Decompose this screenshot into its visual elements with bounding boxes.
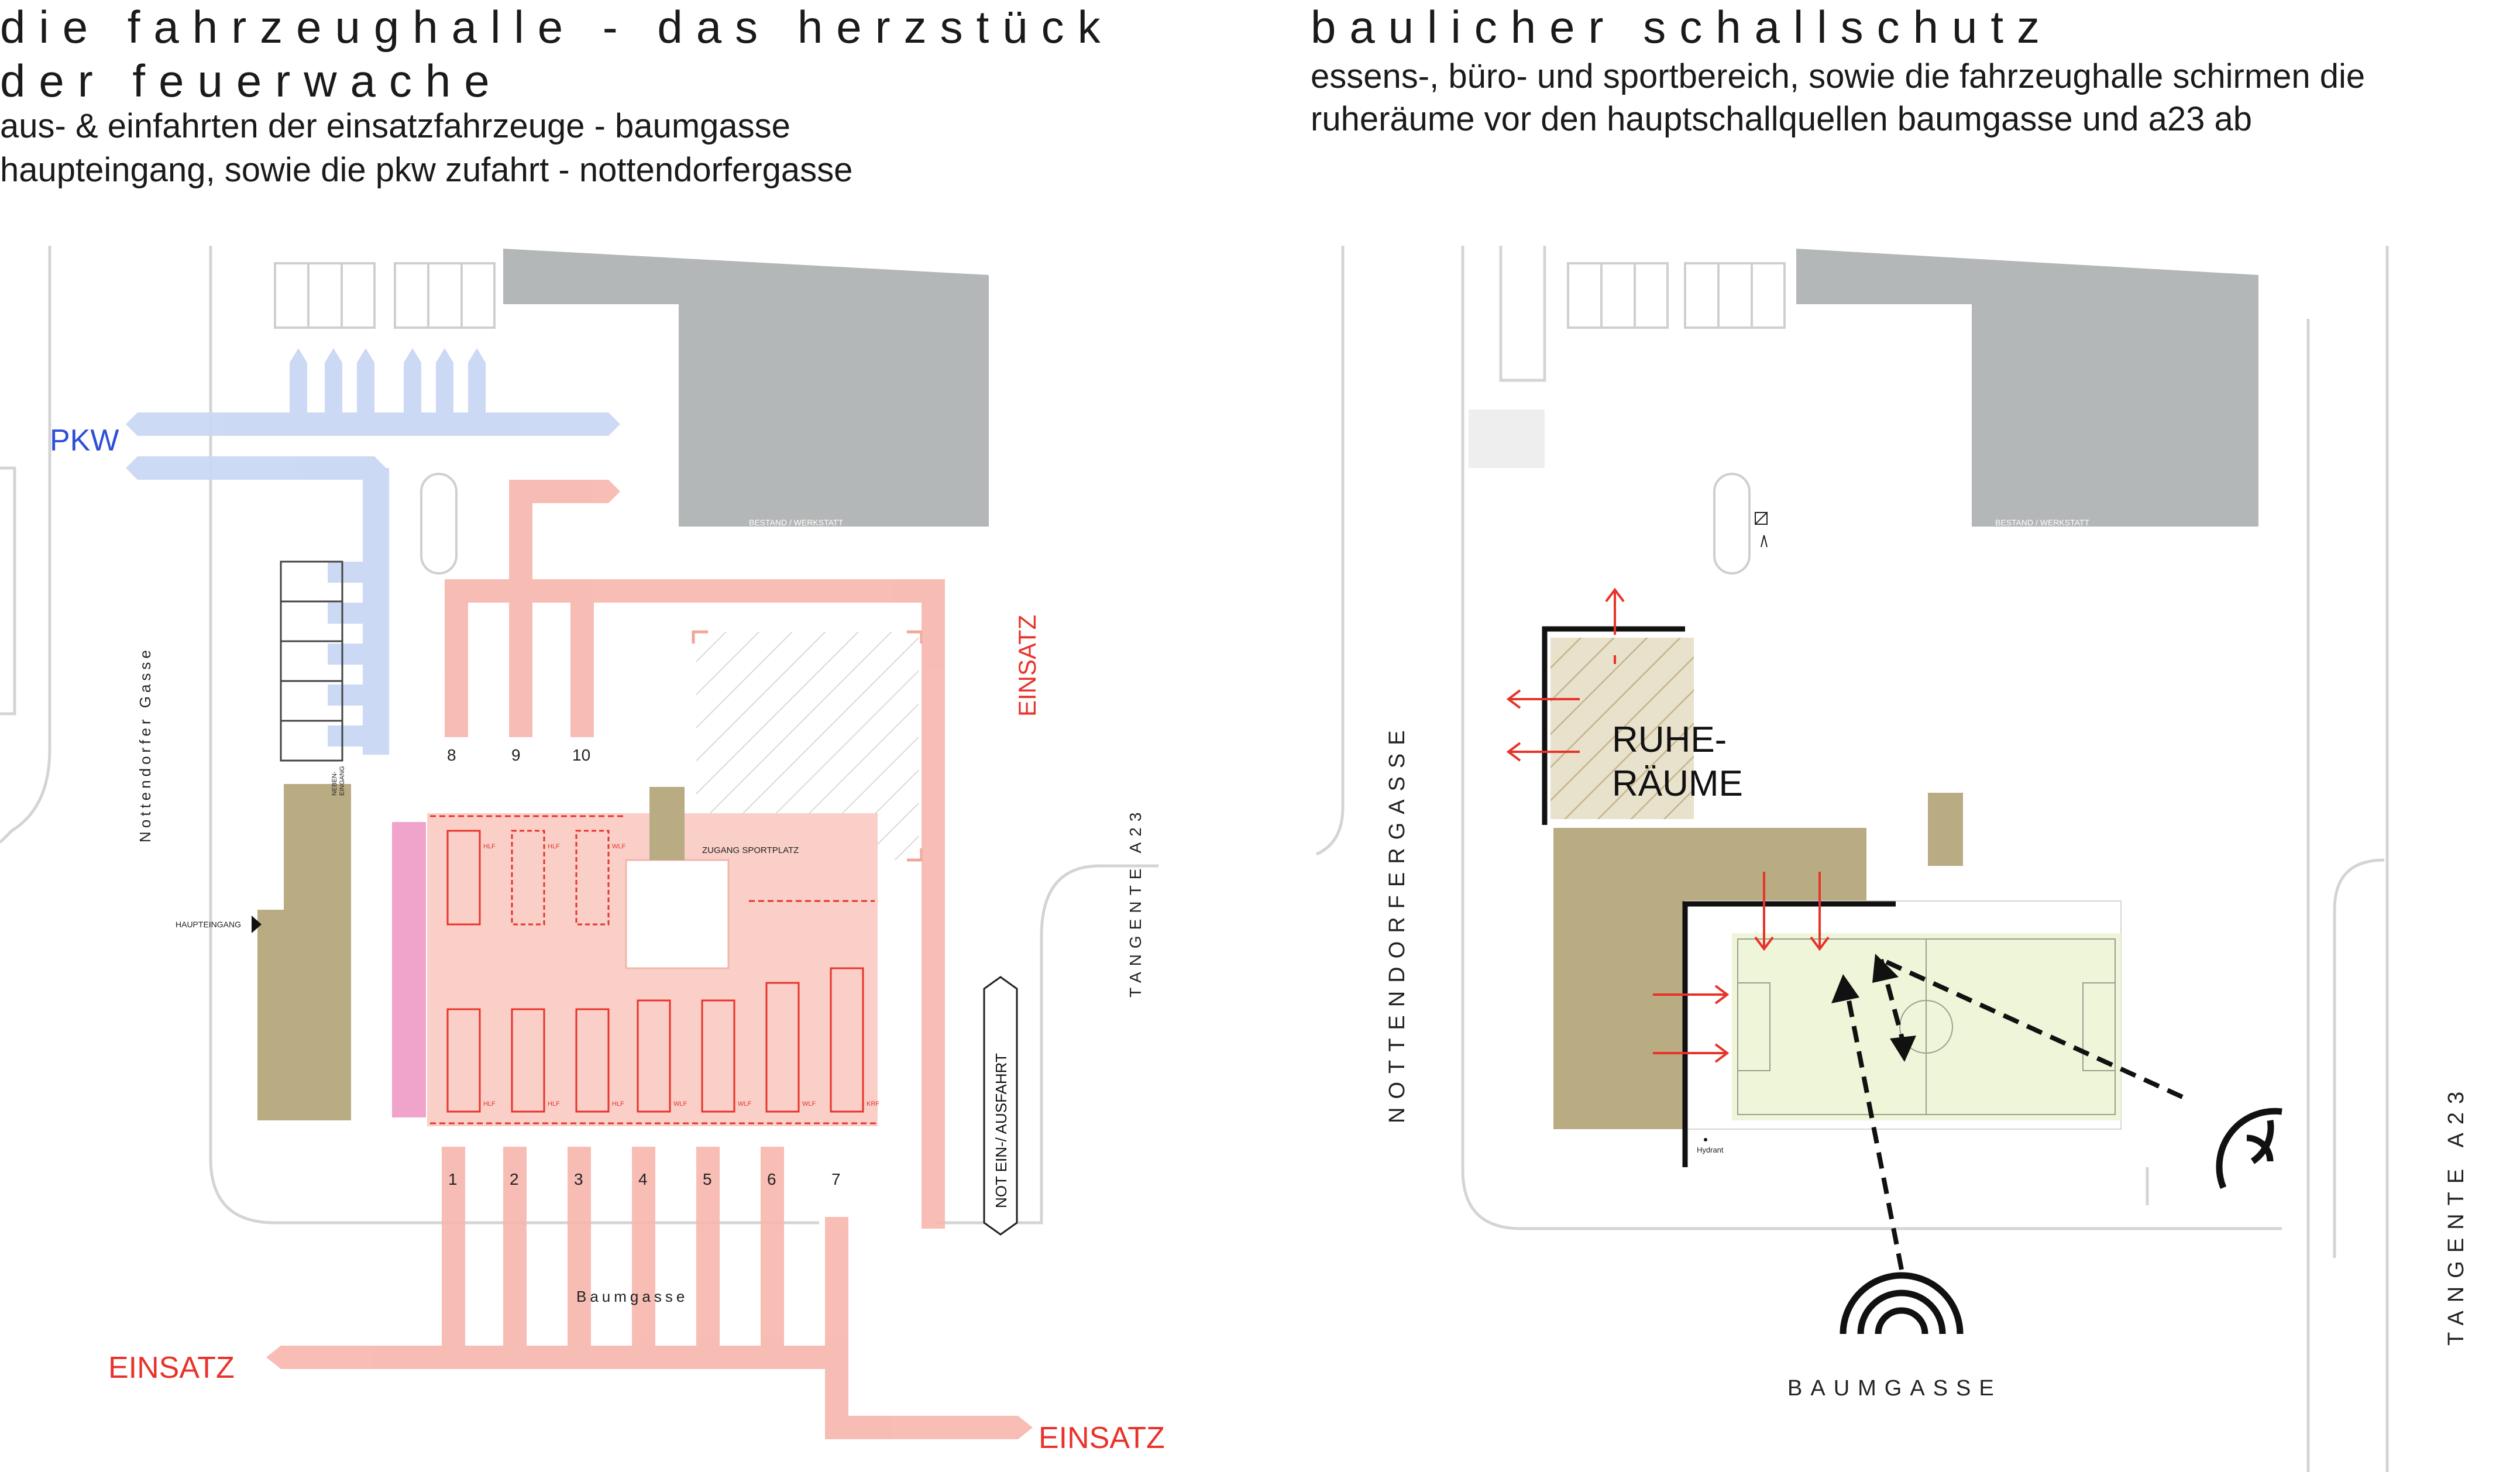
not-ausfahrt-label: NOT EIN-/ AUSFAHRT: [992, 1053, 1010, 1208]
nebeneingang-label-1: NEBEN-: [331, 771, 338, 796]
left-small-building: [649, 787, 685, 860]
right-street-curbs: [1315, 246, 2389, 1472]
right-bestand-label: BESTAND / WERKSTATT: [1995, 518, 2089, 527]
noise-source-a23-icon: [2216, 1108, 2282, 1189]
haupteingang-arrow-icon: [252, 916, 262, 933]
vehicle-labels: HLF HLF WLF HLF HLF HLF WLF WLF WLF KRF: [483, 843, 879, 1108]
sport-field-markings: [1737, 938, 2116, 1115]
existing-building-right: [1796, 249, 2258, 527]
garage-dash-lines: [430, 815, 878, 1124]
einsatz-bottom-left-label: EINSATZ: [108, 1351, 235, 1385]
einsatz-right-label: EINSATZ: [1013, 615, 1041, 717]
svg-text:5: 5: [703, 1170, 712, 1188]
einsatz-flow: [266, 480, 1033, 1439]
svg-text:1: 1: [448, 1170, 458, 1188]
bay-numbers: 8 9 10 1 2 3 4 5 6 7: [447, 746, 841, 1188]
svg-text:6: 6: [767, 1170, 776, 1188]
left-street-south-label: Baumgasse: [576, 1288, 688, 1305]
noise-source-baumgasse-icon: [1840, 1272, 1964, 1335]
hydrant-label: Hydrant: [1697, 1146, 1724, 1154]
svg-text:4: 4: [638, 1170, 648, 1188]
einsatz-bottom-right-label: EINSATZ: [1039, 1421, 1165, 1455]
left-title-line2: der feuerwache: [0, 55, 503, 106]
right-title: baulicher schallschutz: [1311, 1, 2054, 53]
svg-text:8: 8: [447, 746, 456, 764]
hydrant-icon: [1704, 1138, 1707, 1141]
svg-text:WLF: WLF: [673, 1100, 687, 1108]
left-main-building: [284, 784, 351, 1120]
right-subtitle-line2: ruheräume vor den hauptschallquellen bau…: [1311, 100, 2253, 138]
svg-text:HLF: HLF: [548, 1100, 560, 1108]
left-main-building-west: [257, 910, 284, 1120]
left-bestand-label: BESTAND / WERKSTATT: [749, 518, 843, 527]
pkw-flow: [126, 348, 620, 755]
svg-text:3: 3: [574, 1170, 583, 1188]
svg-text:HLF: HLF: [548, 843, 560, 850]
left-title-line1: die fahrzeughalle - das herzstück: [0, 1, 1114, 53]
nebeneingang-label-2: EINGANG: [339, 766, 346, 796]
left-parking-west: [280, 560, 343, 762]
svg-text:HLF: HLF: [483, 843, 496, 850]
svg-text:KRF: KRF: [867, 1100, 879, 1108]
right-parking-top: [1567, 262, 1786, 575]
haupteingang-label: HAUPTEINGANG: [176, 920, 241, 929]
svg-text:WLF: WLF: [738, 1100, 752, 1108]
right-plan: BESTAND / WERKSTATT RUHE- RÄUME: [1315, 246, 2469, 1472]
vehicles: [446, 830, 864, 1113]
right-paving: [1469, 410, 1545, 468]
left-plan: BESTAND / WERKSTATT: [0, 246, 1165, 1455]
zugang-sportplatz-label: ZUGANG SPORTPLATZ: [702, 845, 799, 855]
right-street-east-label: TANGENTE A23: [2444, 1084, 2469, 1346]
svg-text:10: 10: [572, 746, 590, 764]
svg-text:2: 2: [510, 1170, 519, 1188]
svg-text:HLF: HLF: [612, 1100, 624, 1108]
left-subtitle-line1: aus- & einfahrten der einsatzfahrzeuge -…: [0, 107, 790, 145]
svg-text:9: 9: [511, 746, 521, 764]
left-street-west-label: Nottendorfer Gasse: [136, 646, 154, 842]
left-street-east-label: TANGENTE A23: [1126, 807, 1144, 998]
ruheraeume: [1550, 638, 1694, 819]
svg-text:WLF: WLF: [612, 843, 626, 850]
existing-building-left: [503, 249, 989, 527]
left-street-curbs: [0, 246, 1158, 1225]
sound-path-arrowheads: [1831, 954, 1916, 1062]
left-corridor: [392, 822, 426, 1117]
ruhe-label-1: RUHE-: [1612, 720, 1727, 760]
ruhe-label-2: RÄUME: [1612, 763, 1743, 804]
right-small-building: [1928, 793, 1963, 866]
svg-text:HLF: HLF: [483, 1100, 496, 1108]
right-street-west-label: NOTTENDORFERGASSE: [1385, 722, 1409, 1123]
left-subtitle-line2: haupteingang, sowie die pkw zufahrt - no…: [0, 151, 853, 189]
left-service-block: [625, 859, 730, 969]
right-street-south-label: BAUMGASSE: [1787, 1376, 2002, 1401]
deflection-arrows: [1506, 587, 1830, 1063]
svg-text:WLF: WLF: [802, 1100, 816, 1108]
pkw-label: PKW: [50, 424, 119, 458]
shielding-walls: [1542, 626, 1896, 1167]
not-ausfahrt-sign: [983, 976, 1018, 1236]
bike-icons: [1755, 512, 1768, 548]
left-parking-top: [274, 262, 496, 575]
svg-text:7: 7: [831, 1170, 841, 1188]
right-subtitle-line1: essens-, büro- und sportbereich, sowie d…: [1311, 57, 2366, 95]
